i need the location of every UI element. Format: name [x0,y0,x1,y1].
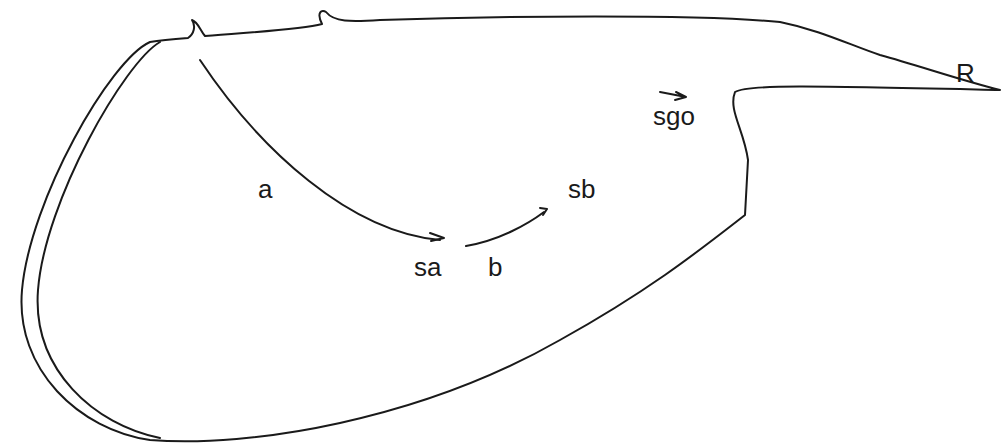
region-label: R [956,60,975,86]
arrowhead-sb [540,208,547,215]
arrow-sgo [660,92,686,100]
growth-line-b [466,212,544,246]
part-label: sb [568,176,595,202]
shell-outline [21,11,1000,441]
part-label: b [488,254,502,280]
part-label: sgo [653,103,695,129]
part-label: a [258,176,272,202]
part-label: sa [414,254,441,280]
shell-margin-line [38,42,160,438]
growth-line-a [200,60,440,240]
arrowhead-sa [430,233,444,241]
